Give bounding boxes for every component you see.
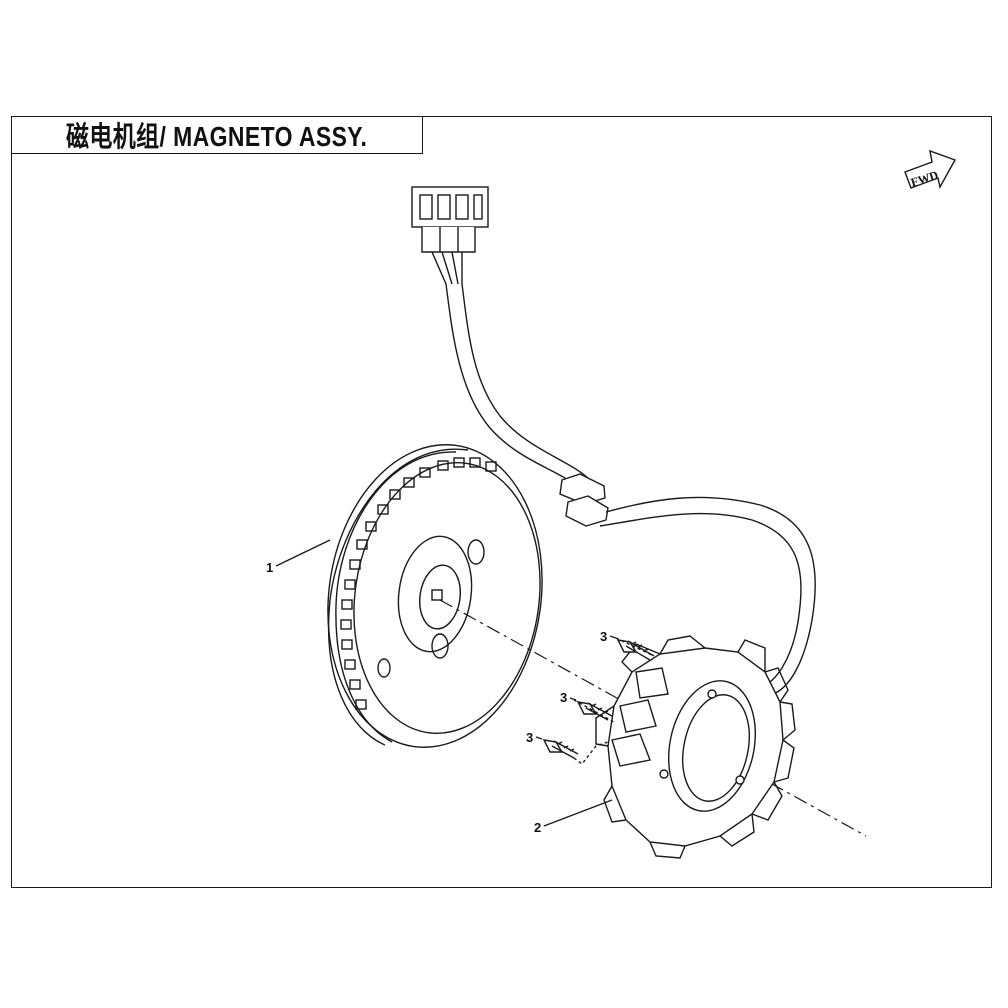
callout-3-bottom-label: 3 <box>526 730 533 745</box>
callout-3-top: 3 <box>600 629 617 644</box>
callout-1: 1 <box>266 539 331 575</box>
callout-3-mid-label: 3 <box>560 690 567 705</box>
flywheel-rotor <box>327 444 543 748</box>
flywheel-teeth <box>340 457 497 710</box>
stator-bolt-bottom <box>542 739 609 765</box>
callout-3-mid: 3 <box>560 690 577 705</box>
callout-2-label: 2 <box>534 820 541 835</box>
stator-bolt-top <box>615 637 655 661</box>
wire-connector <box>411 186 489 285</box>
stator <box>595 635 796 859</box>
callout-2: 2 <box>534 799 613 835</box>
callout-3-top-label: 3 <box>600 629 607 644</box>
callout-3-bottom: 3 <box>526 730 543 745</box>
fwd-arrow-icon: FWD <box>904 149 957 190</box>
drawing-frame <box>11 116 992 888</box>
diagram-title: 磁电机组/ MAGNETO ASSY. <box>66 121 368 152</box>
stator-bolt-mid <box>573 699 615 723</box>
callout-1-label: 1 <box>266 560 273 575</box>
title-box: 磁电机组/ MAGNETO ASSY. <box>11 116 423 154</box>
wire-harness <box>445 283 816 696</box>
